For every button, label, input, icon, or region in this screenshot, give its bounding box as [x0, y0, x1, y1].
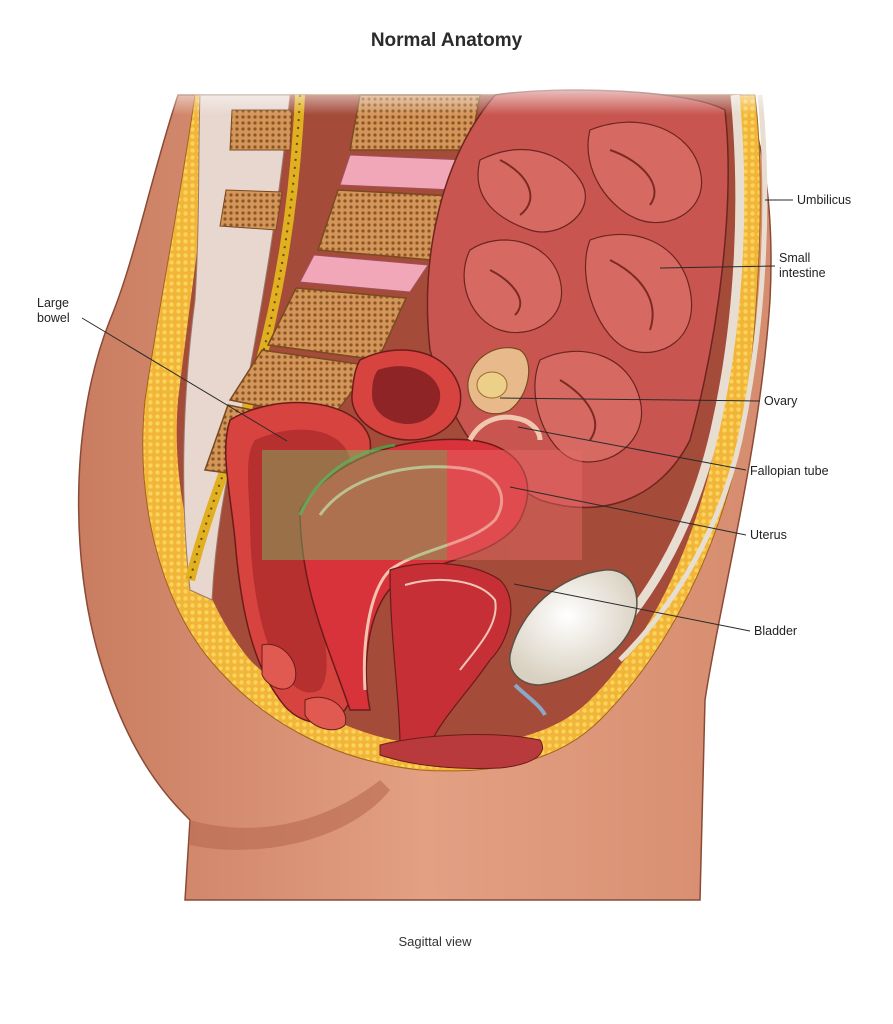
label-small-intestine: Small intestine	[779, 251, 826, 280]
leader-lines	[81, 199, 793, 632]
vulva	[379, 734, 543, 769]
watermark	[262, 450, 582, 560]
label-ovary: Ovary	[764, 394, 798, 408]
diagram-title: Normal Anatomy	[370, 30, 523, 51]
fallopian-tube	[467, 414, 543, 442]
label-fallopian-tube: Fallopian tube	[750, 464, 829, 478]
label-large-bowel: Large bowel	[37, 296, 70, 325]
abdominal-wall	[596, 94, 745, 654]
diagram-caption: Sagittal view	[398, 934, 472, 949]
bladder	[509, 569, 638, 717]
label-uterus: Uterus	[750, 528, 787, 542]
label-umbilicus: Umbilicus	[797, 193, 852, 207]
ovary	[467, 347, 530, 415]
label-bladder: Bladder	[754, 624, 798, 638]
vaginal-canal	[389, 562, 512, 746]
uterus	[298, 438, 529, 711]
